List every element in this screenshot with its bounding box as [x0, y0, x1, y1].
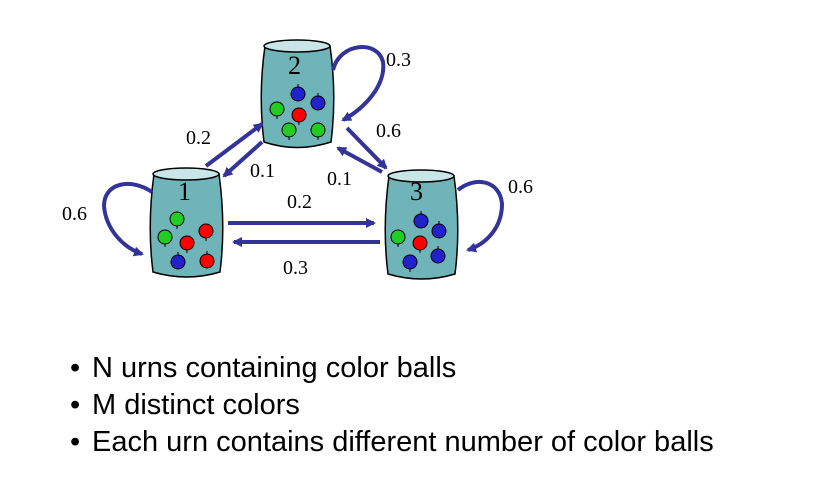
ball-green [390, 229, 406, 245]
ball-green [157, 229, 173, 245]
arrow-3-to-2 [336, 146, 383, 174]
label-p31: 0.3 [283, 257, 308, 279]
urn-1-balls [157, 211, 215, 270]
bullet-symbol: • [70, 426, 81, 458]
urn-2-label: 2 [288, 51, 301, 80]
ball-blue [310, 95, 326, 111]
label-p23: 0.6 [376, 120, 401, 142]
ball-blue [290, 86, 306, 102]
ball-red [291, 107, 307, 123]
ball-blue [430, 248, 446, 264]
label-p21: 0.1 [250, 160, 275, 182]
arrow-2-to-3 [345, 126, 388, 170]
bullet-text: N urns containing color balls [92, 352, 457, 384]
ball-green [310, 122, 326, 138]
ball-red [179, 235, 195, 251]
bullet-symbol: • [70, 389, 81, 421]
ball-blue [413, 213, 429, 229]
urn-3: 3 [384, 169, 459, 280]
ball-red [412, 235, 428, 251]
label-p33: 0.6 [508, 176, 533, 198]
arrow-2-to-2 [331, 45, 386, 122]
label-p22: 0.3 [386, 49, 411, 71]
ball-green [169, 211, 185, 227]
ball-red [198, 223, 214, 239]
urn-2: 2 [260, 39, 335, 149]
arrow-1-to-2 [204, 122, 264, 168]
label-p11: 0.6 [62, 203, 87, 225]
hmm-urn-diagram: 2 1 3 [62, 39, 533, 280]
transition-labels: 0.3 0.2 0.6 0.1 0.1 0.2 0.6 0.6 0.3 [62, 49, 533, 279]
ball-blue [170, 254, 186, 270]
label-p13: 0.2 [287, 191, 312, 213]
urn-3-label: 3 [410, 177, 423, 206]
bullet-list: • N urns containing color balls • M distin… [70, 350, 714, 461]
bullet-item: • Each urn contains different number of c… [70, 424, 714, 461]
urn-1-label: 1 [178, 177, 191, 206]
urn-3-balls [390, 211, 447, 272]
arrow-2-to-1 [222, 140, 264, 178]
arrow-1-to-1 [101, 182, 154, 257]
urn-1: 1 [149, 167, 224, 278]
bullet-text: M distinct colors [92, 389, 300, 421]
bullet-symbol: • [70, 352, 81, 384]
bullet-item: • N urns containing color balls [70, 350, 714, 387]
arrow-3-to-3 [456, 180, 505, 253]
bullet-item: • M distinct colors [70, 387, 714, 424]
ball-green [281, 122, 297, 138]
label-p32: 0.1 [327, 168, 352, 190]
ball-red [199, 253, 215, 269]
urn-2-balls [269, 84, 326, 140]
transition-arrows [101, 45, 505, 257]
ball-blue [431, 223, 447, 239]
ball-green [269, 101, 285, 117]
label-p12: 0.2 [186, 127, 211, 149]
ball-blue [402, 254, 418, 270]
bullet-text: Each urn contains different number of co… [92, 426, 714, 458]
